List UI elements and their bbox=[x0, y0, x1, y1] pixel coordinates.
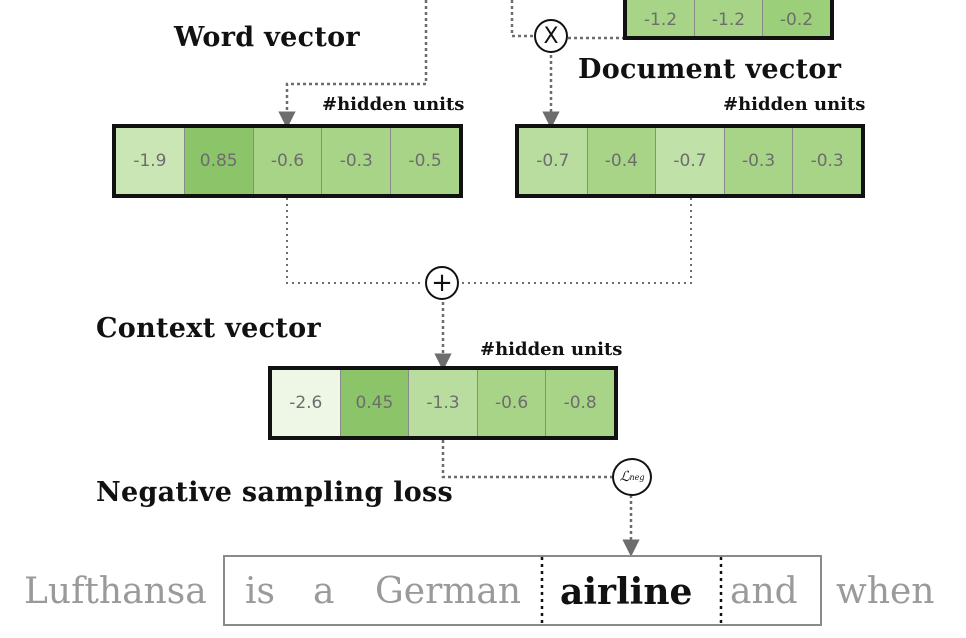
multiply-operator: X bbox=[534, 19, 568, 53]
top-vector-cell: -1.2 bbox=[627, 0, 694, 36]
sentence-word: German bbox=[375, 571, 522, 612]
line-document-vector-to-add bbox=[462, 198, 692, 284]
document-vector-title: Document vector bbox=[578, 54, 842, 85]
document-vector-cell: -0.7 bbox=[519, 128, 587, 194]
document-vector-cell: -0.4 bbox=[586, 128, 656, 194]
document-vector-hidden-units-label: #hidden units bbox=[723, 94, 866, 115]
sentence-word: Lufthansa bbox=[24, 571, 207, 612]
line-word-vector-to-add bbox=[286, 198, 424, 284]
context-vector-cell: 0.45 bbox=[339, 370, 409, 436]
document-vector-cell: -0.3 bbox=[723, 128, 793, 194]
context-vector-cell: -0.8 bbox=[545, 370, 614, 436]
word-vector-cell: -0.3 bbox=[321, 128, 391, 194]
word-vector-hidden-units-label: #hidden units bbox=[322, 94, 465, 115]
document-vector: -0.7 -0.4 -0.7 -0.3 -0.3 bbox=[515, 124, 865, 198]
add-symbol: + bbox=[431, 268, 453, 298]
context-vector-cell: -0.6 bbox=[476, 370, 546, 436]
sentence-box bbox=[223, 555, 822, 626]
sentence-word: and bbox=[730, 571, 798, 612]
sentence-word: when bbox=[836, 571, 935, 612]
word-vector-title: Word vector bbox=[174, 22, 360, 53]
word-vector-cell: -0.6 bbox=[252, 128, 322, 194]
line-context-to-loss bbox=[441, 440, 612, 479]
top-partial-vector: -1.2 -1.2 -0.2 bbox=[623, 0, 834, 40]
sentence-word: a bbox=[313, 571, 335, 612]
top-vector-cell: -1.2 bbox=[694, 0, 762, 36]
context-vector-hidden-units-label: #hidden units bbox=[480, 339, 623, 360]
word-vector-cell: -1.9 bbox=[116, 128, 184, 194]
word-vector-cell: -0.5 bbox=[390, 128, 459, 194]
word-vector-cell: 0.85 bbox=[183, 128, 253, 194]
word-vector: -1.9 0.85 -0.6 -0.3 -0.5 bbox=[112, 124, 463, 198]
document-vector-cell: -0.3 bbox=[792, 128, 861, 194]
context-vector-title: Context vector bbox=[96, 313, 321, 344]
loss-symbol: ℒ bbox=[619, 469, 630, 485]
context-vector-cell: -2.6 bbox=[272, 370, 340, 436]
multiply-symbol: X bbox=[543, 23, 559, 49]
line-top-to-multiply bbox=[510, 0, 534, 38]
top-vector-cell: -0.2 bbox=[762, 0, 830, 36]
line-top-to-word-vector bbox=[278, 0, 428, 129]
loss-title: Negative sampling loss bbox=[96, 477, 454, 508]
loss-superscript: neg bbox=[629, 472, 645, 482]
context-vector: -2.6 0.45 -1.3 -0.6 -0.8 bbox=[268, 366, 618, 440]
context-vector-cell: -1.3 bbox=[408, 370, 477, 436]
document-vector-cell: -0.7 bbox=[655, 128, 724, 194]
sentence-word: is bbox=[245, 571, 275, 612]
add-operator: + bbox=[425, 266, 459, 300]
target-word: airline bbox=[560, 571, 693, 613]
